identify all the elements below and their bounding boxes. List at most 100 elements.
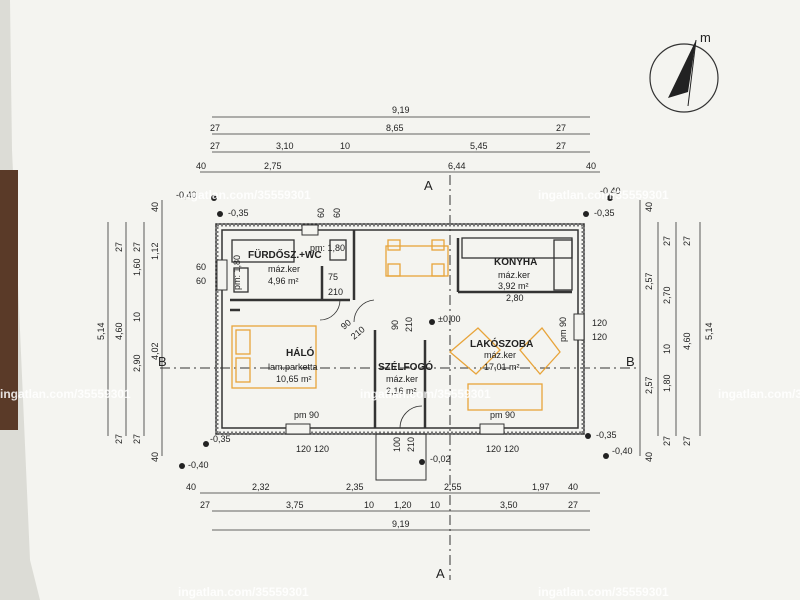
dim-left-f: 1,12 bbox=[150, 242, 160, 260]
level-br-outer: -0,40 bbox=[612, 446, 633, 456]
room-name-living: LAKÓSZOBA bbox=[470, 337, 533, 350]
label-entry-210: 210 bbox=[406, 437, 416, 452]
north-arrow: m bbox=[649, 30, 719, 113]
dim-top-r3-c: 10 bbox=[340, 141, 350, 151]
room-name-hall: SZÉLFOGÓ bbox=[378, 360, 433, 373]
label-win-60: 60 bbox=[196, 262, 206, 272]
dim-right-e: 1,80 bbox=[662, 374, 672, 392]
dim-bottom-w1-b: 120 bbox=[314, 444, 329, 454]
dim-left-j: 10 bbox=[132, 312, 142, 322]
dim-right-k: 27 bbox=[662, 436, 672, 446]
dim-bottom-r1-c: 2,35 bbox=[346, 482, 364, 492]
room-floor-bedroom: lam.parketta bbox=[268, 362, 318, 372]
dim-right-m: 40 bbox=[644, 452, 654, 462]
room-name-bedroom: HÁLÓ bbox=[286, 346, 315, 359]
dim-bottom-r2-g: 27 bbox=[568, 500, 578, 510]
dim-right-d: 2,70 bbox=[662, 286, 672, 304]
dim-right-j: 27 bbox=[682, 236, 692, 246]
watermark-1: ingatlan.com/35559301 bbox=[180, 188, 311, 202]
dim-bottom-r2-c: 10 bbox=[364, 500, 374, 510]
dim-left-l: 27 bbox=[132, 434, 142, 444]
room-floor-hall: máz.ker bbox=[386, 374, 418, 384]
furniture bbox=[231, 237, 573, 411]
label-hall-90: 90 bbox=[390, 320, 400, 330]
room-floor-bathroom: máz.ker bbox=[268, 264, 300, 274]
dim-bottom-w1-a: 120 bbox=[296, 444, 311, 454]
dim-bottom-r2-a: 27 bbox=[200, 500, 210, 510]
label-bedroom-pm: pm 90 bbox=[294, 410, 319, 420]
room-area-hall: 2,16 m² bbox=[386, 386, 417, 396]
room-hall: SZÉLFOGÓ máz.ker 2,16 m² bbox=[378, 360, 433, 396]
label-diag-90: 90 bbox=[339, 317, 353, 331]
dim-left-g: 40 bbox=[150, 202, 160, 212]
room-name-bathroom: FÜRDŐSZ.+WC bbox=[248, 248, 322, 261]
level-tl-outer: -0,40 bbox=[176, 190, 197, 200]
label-living-pm: pm 90 bbox=[490, 410, 515, 420]
dim-left-a: 5,14 bbox=[96, 322, 106, 340]
dim-bottom-r1-d: 2,55 bbox=[444, 482, 462, 492]
dim-bottom-r1-a: 40 bbox=[186, 482, 196, 492]
dim-right-b: 4,60 bbox=[682, 332, 692, 350]
dim-top-r4-a: 40 bbox=[196, 161, 206, 171]
left-dimensions bbox=[107, 200, 163, 456]
dim-left-d: 2,90 bbox=[132, 354, 142, 372]
label-living-pm-side: pm 90 bbox=[558, 317, 568, 342]
watermark-3: ingatlan.com/35559301 bbox=[0, 387, 131, 401]
level-br-inner: -0,35 bbox=[596, 430, 617, 440]
watermark-4: ingatlan.com/35559301 bbox=[360, 387, 491, 401]
dim-left-m: 40 bbox=[150, 452, 160, 462]
room-floor-kitchen: máz.ker bbox=[498, 270, 530, 280]
interior-walls bbox=[230, 230, 572, 428]
level-bl-inner: -0,35 bbox=[210, 434, 231, 444]
right-dimensions bbox=[639, 200, 701, 456]
dim-right-i: 27 bbox=[662, 236, 672, 246]
section-a-top: A bbox=[424, 178, 433, 193]
dim-right-h: 40 bbox=[644, 202, 654, 212]
room-name-kitchen: KONYHA bbox=[494, 257, 537, 268]
dim-bottom-r2-b: 3,75 bbox=[286, 500, 304, 510]
section-b-right: B bbox=[626, 354, 635, 369]
dim-bottom-w1-d: 120 bbox=[504, 444, 519, 454]
dim-bottom-w1-c: 120 bbox=[486, 444, 501, 454]
windows bbox=[216, 224, 585, 435]
bottom-dimensions bbox=[200, 492, 600, 531]
dim-bottom-r2-e: 10 bbox=[430, 500, 440, 510]
room-bedroom: HÁLÓ lam.parketta 10,65 m² bbox=[268, 346, 318, 384]
level-bl-outer: -0,40 bbox=[188, 460, 209, 470]
label-win-60d: 60 bbox=[332, 208, 342, 218]
label-bath-pm: pm: 1,80 bbox=[310, 243, 345, 253]
label-win-120b: 120 bbox=[592, 332, 607, 342]
dim-left-i: 27 bbox=[132, 242, 142, 252]
label-hall-210: 210 bbox=[404, 317, 414, 332]
watermark-6: ingatlan.com/35559301 bbox=[178, 585, 309, 599]
room-kitchen: KONYHA máz.ker 3,92 m² bbox=[494, 257, 537, 291]
dim-top-total: 9,19 bbox=[392, 105, 410, 115]
label-door-210: 210 bbox=[328, 287, 343, 297]
dim-bottom-r1-b: 2,32 bbox=[252, 482, 270, 492]
dim-top-r2-c: 27 bbox=[556, 123, 566, 133]
dim-bottom-r2-f: 3,50 bbox=[500, 500, 518, 510]
door-swings bbox=[319, 299, 423, 429]
level-tr-inner: -0,35 bbox=[594, 208, 615, 218]
level-markers bbox=[179, 195, 613, 469]
dim-right-l: 27 bbox=[682, 436, 692, 446]
dim-right-a: 5,14 bbox=[704, 322, 714, 340]
entry-steps bbox=[375, 433, 427, 481]
dim-bottom-r1-e: 1,97 bbox=[532, 482, 550, 492]
dim-right-g: 10 bbox=[662, 344, 672, 354]
dim-top-r2-b: 8,65 bbox=[386, 123, 404, 133]
watermark-5: ingatlan.com/35559301 bbox=[718, 387, 800, 401]
dim-right-f: 2,57 bbox=[644, 376, 654, 394]
dim-top-r3-a: 27 bbox=[210, 141, 220, 151]
dim-bottom-r2-d: 1,20 bbox=[394, 500, 412, 510]
dim-top-r4-b: 2,75 bbox=[264, 161, 282, 171]
dim-bottom-r1-f: 40 bbox=[568, 482, 578, 492]
dim-bottom-total: 9,19 bbox=[392, 519, 410, 529]
label-door-75: 75 bbox=[328, 272, 338, 282]
north-label: m bbox=[700, 30, 711, 45]
top-dimensions bbox=[200, 116, 600, 173]
label-win-60c: 60 bbox=[316, 208, 326, 218]
level-tl-inner: -0,35 bbox=[228, 208, 249, 218]
dim-left-e: 1,60 bbox=[132, 258, 142, 276]
